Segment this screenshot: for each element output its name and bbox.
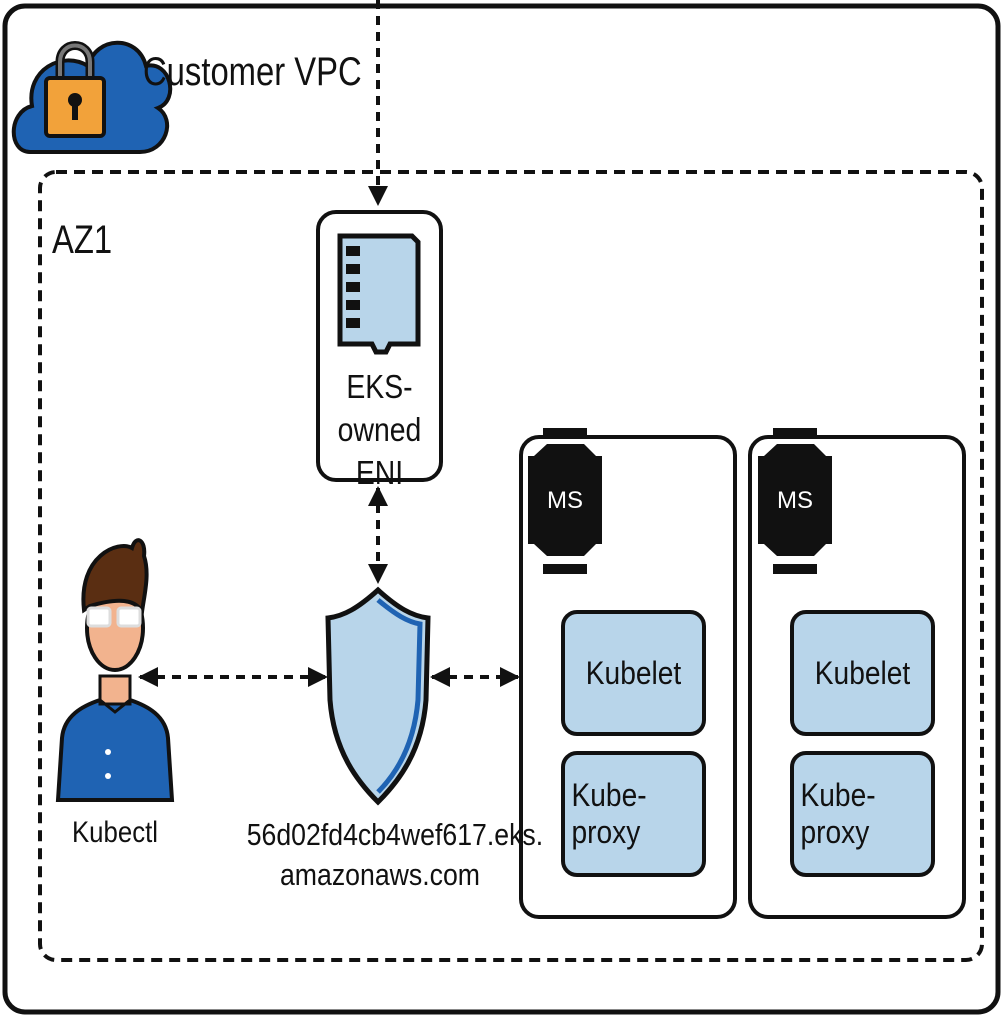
vpc-boundary — [2, 3, 1001, 1015]
kubectl-label: Kubectl — [71, 816, 159, 849]
endpoint-label: 56d02fd4cb4wef617.eks. amazonaws.com — [246, 817, 544, 893]
node-1-kube-proxy-label: Kube-proxy — [571, 777, 647, 850]
node-2-kubelet-label: Kubelet — [814, 654, 911, 691]
node-1-chip-label: MS — [547, 487, 583, 514]
node-1-kubelet-box — [561, 610, 706, 736]
node-1-kubelet-label: Kubelet — [585, 654, 682, 691]
node-2-chip-icon: MS — [758, 428, 832, 574]
node-2-chip-label: MS — [777, 487, 813, 514]
eni-card-icon — [337, 233, 421, 355]
cloud-lock-icon — [11, 40, 173, 154]
user-avatar — [55, 538, 175, 802]
node-2-kube-proxy-label: Kube-proxy — [800, 777, 876, 850]
node-2-kube-proxy-box — [790, 751, 935, 877]
vpc-title: Customer VPC — [143, 50, 362, 94]
az-title: AZ1 — [52, 218, 113, 262]
node-1-kube-proxy-box — [561, 751, 706, 877]
eni-label: EKS-owned ENI — [337, 368, 422, 491]
node-1-chip-icon: MS — [528, 428, 602, 574]
node-2-kubelet-box — [790, 610, 935, 736]
endpoint-shield-icon — [325, 586, 431, 806]
az-boundary — [38, 170, 984, 962]
